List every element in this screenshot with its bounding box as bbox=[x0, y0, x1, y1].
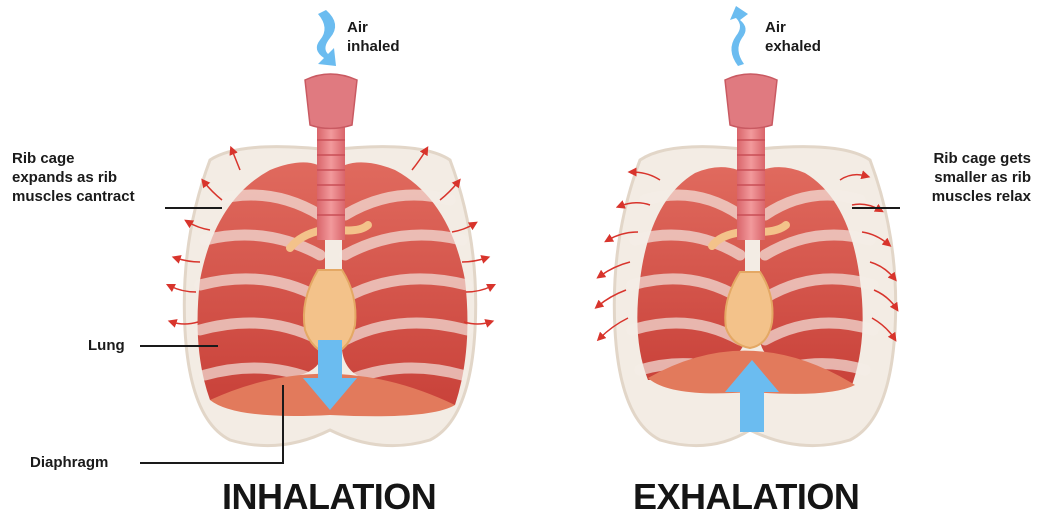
inhalation-title: INHALATION bbox=[222, 476, 436, 518]
air-inhaled-arrow bbox=[317, 10, 336, 66]
air-exhaled-arrow bbox=[730, 6, 748, 66]
air-exhaled-line2: exhaled bbox=[765, 37, 821, 56]
air-inhaled-line2: inhaled bbox=[347, 37, 400, 56]
rib-expands-line1: Rib cage bbox=[12, 149, 135, 168]
inhalation-lungs-figure bbox=[170, 10, 492, 446]
rib-smaller-label: Rib cage gets smaller as rib muscles rel… bbox=[932, 149, 1031, 206]
exhalation-lungs-figure bbox=[598, 6, 896, 446]
inhale-trachea bbox=[317, 110, 345, 240]
exhalation-title: EXHALATION bbox=[633, 476, 859, 518]
rib-expands-line3: muscles cantract bbox=[12, 187, 135, 206]
lung-label: Lung bbox=[88, 336, 125, 355]
air-exhaled-line1: Air bbox=[765, 18, 821, 37]
rib-smaller-line1: Rib cage gets bbox=[932, 149, 1031, 168]
exhale-trachea bbox=[737, 110, 765, 240]
rib-smaller-line3: muscles relax bbox=[932, 187, 1031, 206]
air-inhaled-line1: Air bbox=[347, 18, 400, 37]
diaphragm-label: Diaphragm bbox=[30, 453, 108, 472]
rib-smaller-line2: smaller as rib bbox=[932, 168, 1031, 187]
air-inhaled-label: Air inhaled bbox=[347, 18, 400, 56]
rib-expands-label: Rib cage expands as rib muscles cantract bbox=[12, 149, 135, 206]
rib-expands-line2: expands as rib bbox=[12, 168, 135, 187]
air-exhaled-label: Air exhaled bbox=[765, 18, 821, 56]
